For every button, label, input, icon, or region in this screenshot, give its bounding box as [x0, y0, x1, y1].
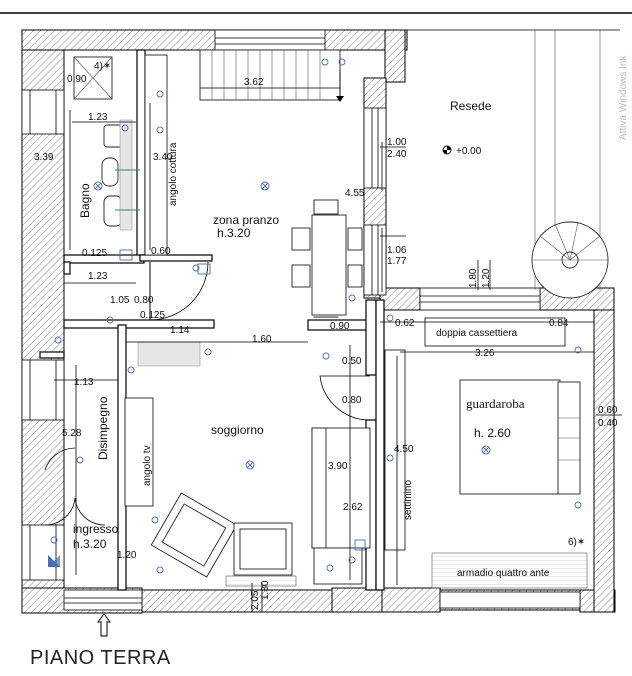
dim-062: 0.62 — [395, 318, 415, 329]
dim-262: 2.62 — [343, 502, 363, 513]
zona-pranzo-height: h.3.20 — [217, 226, 251, 240]
dim-090: 0.90 — [67, 74, 87, 85]
resede-label: Resede — [450, 99, 492, 113]
dim-105: 1.05 — [110, 295, 130, 306]
dim-528: 5.28 — [62, 428, 82, 439]
angolo-tv-label: angolo tv — [142, 445, 153, 486]
dimension-labels: 0.90 1.23 3.39 3.62 3.40 1.00 2.40 4.55 … — [34, 74, 618, 610]
bagno-label: Bagno — [78, 183, 92, 218]
dim-205: 2.05 — [250, 590, 261, 610]
kitchen-counter — [144, 49, 344, 256]
marker-4: 4)✶ — [94, 61, 111, 72]
settimino-label: settimino — [403, 480, 414, 520]
resede-area — [407, 29, 620, 299]
bottom-openings — [63, 589, 581, 611]
marker-6: 6)✶ — [568, 537, 585, 548]
dim-326: 3.26 — [475, 348, 495, 359]
dim-120b: 1.20 — [117, 550, 137, 561]
zona-pranzo-label: zona pranzo — [213, 213, 279, 227]
living-furniture — [124, 341, 371, 587]
watermark: Attiva Windows Ink — [618, 55, 629, 140]
dim-040: 0.40 — [598, 418, 618, 429]
dim-390: 3.90 — [328, 461, 348, 472]
dim-090b: 0.90 — [330, 321, 350, 332]
room-labels: Resede +0.00 zona pranzo h.3.20 angolo c… — [30, 55, 629, 669]
top-wall-window — [214, 29, 326, 51]
level-marker-icon — [442, 145, 452, 155]
piano-terra-title: PIANO TERRA — [30, 647, 171, 669]
dim-114: 1.14 — [170, 325, 190, 336]
dim-080a: 0.80 — [134, 295, 154, 306]
dim-130: 1.30 — [260, 580, 271, 600]
internal-walls — [39, 49, 385, 591]
resede-level: +0.00 — [456, 146, 482, 157]
left-wall-windows — [21, 89, 65, 581]
dim-340: 3.40 — [153, 152, 173, 163]
dim-0125b: 0.125 — [140, 310, 165, 321]
dim-100: 1.00 — [387, 137, 407, 148]
bathroom — [73, 56, 133, 231]
dim-080b: 0.80 — [342, 395, 362, 406]
electrical-symbols — [48, 58, 582, 574]
arrow-up-icon — [97, 613, 111, 637]
ingresso-height: h.3.20 — [73, 537, 107, 551]
guardaroba-furniture — [384, 317, 588, 589]
guardaroba-top-window — [419, 287, 541, 311]
dim-180: 1.80 — [468, 268, 479, 288]
dim-060b: 0.60 — [598, 405, 618, 416]
dim-123a: 1.23 — [88, 112, 108, 123]
dim-113: 1.13 — [74, 377, 94, 388]
dim-106: 1.06 — [387, 245, 407, 256]
ingresso-label: ingresso — [73, 522, 119, 536]
dim-120a: 1.20 — [481, 268, 492, 288]
dining-right-openings — [363, 107, 387, 296]
spiral-stair-icon — [531, 221, 609, 299]
dim-339: 3.39 — [34, 152, 54, 163]
dim-240: 2.40 — [387, 149, 407, 160]
soggiorno-label: soggiorno — [211, 423, 264, 437]
dim-177: 1.77 — [387, 256, 407, 267]
dim-084: 0.84 — [549, 318, 569, 329]
dim-362: 3.62 — [244, 77, 264, 88]
dim-160: 1.60 — [252, 334, 272, 345]
doppia-cassettiera-label: doppia cassettiera — [436, 328, 518, 339]
dim-050: 0.50 — [342, 356, 362, 367]
armadio-label: armadio quattro ante — [457, 568, 550, 579]
guardaroba-height: h. 2.60 — [474, 426, 511, 440]
angolo-cottura-label: angolo cottura — [168, 142, 179, 206]
disimpegno-label: Disimpegno — [96, 396, 110, 460]
dim-060a: 0.60 — [151, 246, 171, 257]
dim-455: 4.55 — [345, 188, 365, 199]
dimension-lines — [54, 87, 622, 612]
dining-table — [291, 199, 363, 318]
dim-0125a: 0.125 — [82, 248, 107, 259]
dim-450: 4.50 — [394, 444, 414, 455]
guardaroba-label: guardaroba — [466, 396, 525, 411]
dim-123b: 1.23 — [88, 271, 108, 282]
